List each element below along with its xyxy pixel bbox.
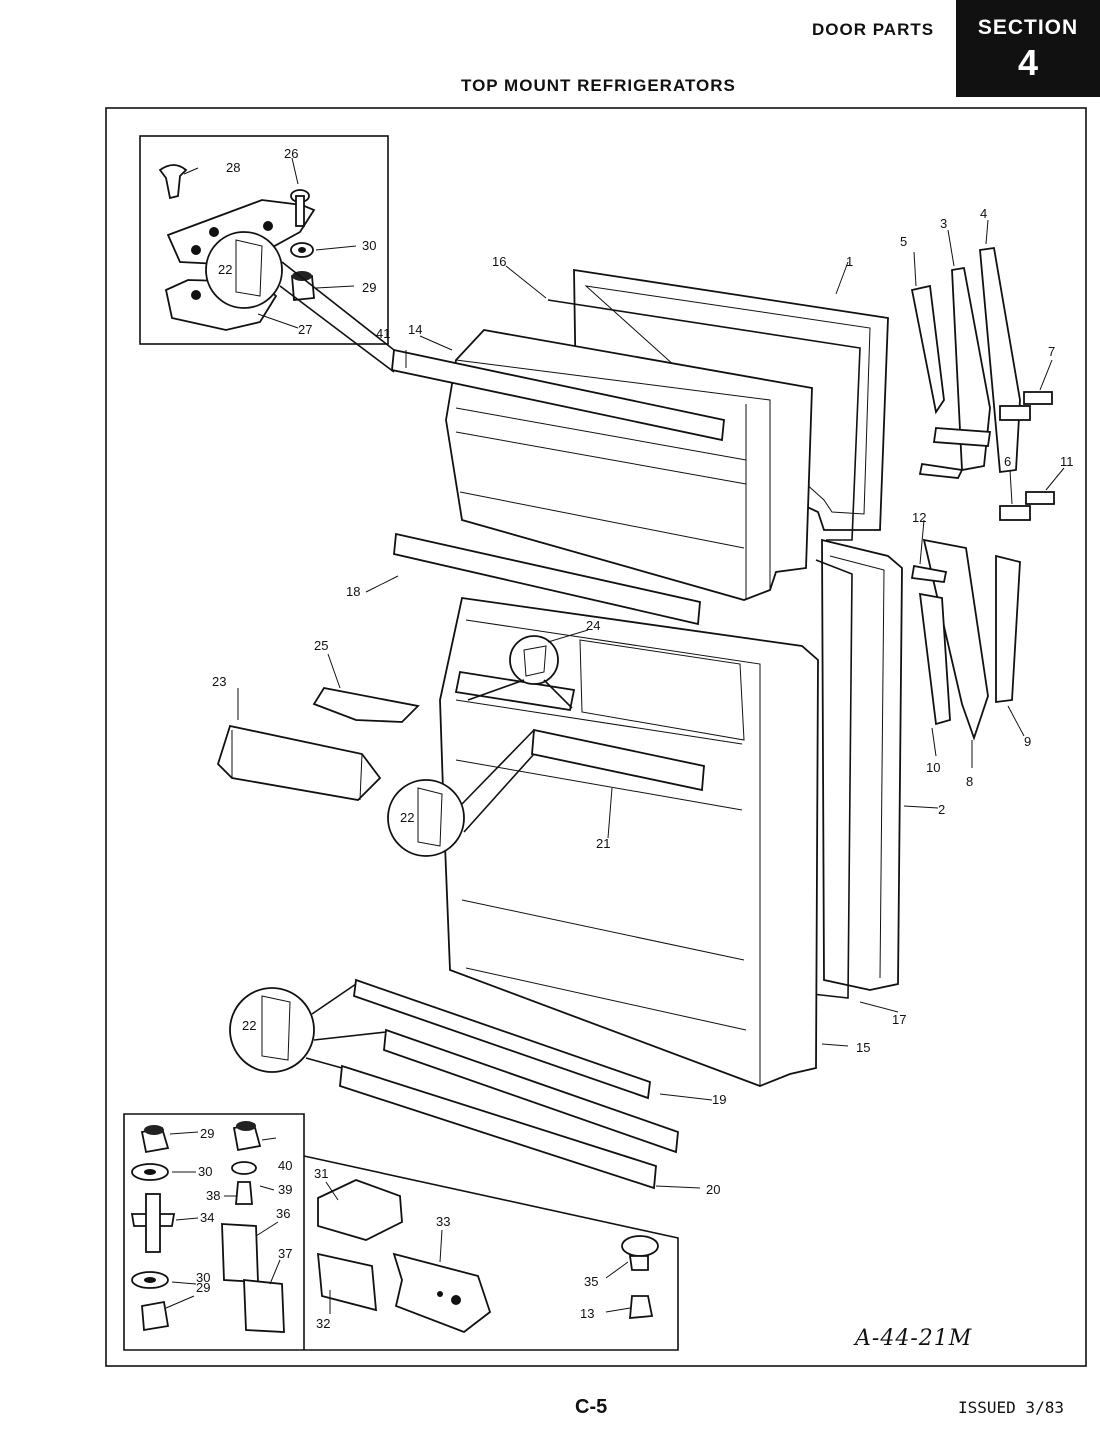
callout-11: 11 bbox=[1060, 454, 1074, 469]
callout-30-b: 30 bbox=[196, 1270, 210, 1285]
callout-9: 9 bbox=[1024, 734, 1031, 749]
section-label: SECTION bbox=[977, 16, 1079, 39]
issued-date: ISSUED 3/83 bbox=[958, 1398, 1064, 1417]
callout-7: 7 bbox=[1048, 344, 1055, 359]
handle-parts-upper bbox=[910, 246, 1055, 521]
callout-30-a: 30 bbox=[198, 1164, 212, 1179]
callout-12: 12 bbox=[912, 510, 926, 525]
callout-30-top: 30 bbox=[362, 238, 376, 253]
callout-41: 41 bbox=[376, 326, 390, 341]
shelf-bar-18 bbox=[393, 532, 701, 626]
drawing-number: A-44-21M bbox=[855, 1326, 973, 1351]
callout-40: 40 bbox=[278, 1158, 292, 1173]
callout-29-b: 29 bbox=[196, 1280, 210, 1295]
callout-34: 34 bbox=[200, 1210, 214, 1225]
callout-17: 17 bbox=[892, 1012, 906, 1027]
callout-24: 24 bbox=[586, 618, 600, 633]
callout-6: 6 bbox=[1004, 454, 1011, 469]
callout-22-lower: 22 bbox=[242, 1018, 256, 1033]
fresh-food-outer-door bbox=[821, 538, 903, 991]
callout-29-a: 29 bbox=[200, 1126, 214, 1141]
callout-29-top: 29 bbox=[362, 280, 376, 295]
fresh-food-inner-liner bbox=[439, 596, 819, 1087]
callout-23: 23 bbox=[212, 674, 226, 689]
callout-22-upper: 22 bbox=[218, 262, 232, 277]
callout-8: 8 bbox=[966, 774, 973, 789]
butter-compartment bbox=[216, 724, 382, 801]
callout-25: 25 bbox=[314, 638, 328, 653]
callout-38: 38 bbox=[206, 1188, 220, 1203]
section-number: 4 bbox=[1017, 42, 1039, 83]
callout-35: 35 bbox=[584, 1274, 598, 1289]
header-title: DOOR PARTS bbox=[812, 20, 935, 39]
callout-4: 4 bbox=[980, 206, 987, 221]
diagram-frame bbox=[105, 107, 1087, 1367]
callout-2: 2 bbox=[938, 802, 945, 817]
callout-27: 27 bbox=[298, 322, 312, 337]
callout-3: 3 bbox=[940, 216, 947, 231]
bracket-detail-circle-lower bbox=[229, 983, 387, 1073]
callout-1: 1 bbox=[846, 254, 853, 269]
callout-39: 39 bbox=[278, 1182, 292, 1197]
callout-28: 28 bbox=[226, 160, 240, 175]
header-subtitle: TOP MOUNT REFRIGERATORS bbox=[461, 76, 736, 95]
bracket-detail-circle-24 bbox=[467, 635, 573, 709]
tray-cover bbox=[312, 687, 420, 723]
callout-21: 21 bbox=[596, 836, 610, 851]
bottom-hardware-parts bbox=[130, 1121, 659, 1334]
callout-37: 37 bbox=[278, 1246, 292, 1261]
callout-5: 5 bbox=[900, 234, 907, 249]
bracket-detail-circle-upper bbox=[205, 231, 395, 373]
shelf-bar-19b bbox=[383, 1028, 679, 1154]
inset-top-hinge bbox=[139, 135, 389, 345]
callout-15: 15 bbox=[856, 1040, 870, 1055]
shelf-bar-41 bbox=[391, 348, 725, 442]
shelf-bar-19a bbox=[353, 978, 651, 1100]
callout-32: 32 bbox=[316, 1316, 330, 1331]
callout-20: 20 bbox=[706, 1182, 720, 1197]
shelf-bar-21 bbox=[531, 728, 705, 792]
callout-22-middle: 22 bbox=[400, 810, 414, 825]
handle-parts-lower bbox=[910, 538, 1021, 741]
callout-19: 19 bbox=[712, 1092, 726, 1107]
callout-13: 13 bbox=[580, 1306, 594, 1321]
callout-10: 10 bbox=[926, 760, 940, 775]
section-badge: SECTION 4 bbox=[956, 0, 1100, 97]
inset-bottom-hardware bbox=[123, 1113, 679, 1351]
shelf-bar-20 bbox=[339, 1064, 657, 1190]
callout-31: 31 bbox=[314, 1166, 328, 1181]
callout-14: 14 bbox=[408, 322, 422, 337]
callout-26: 26 bbox=[284, 146, 298, 161]
page-number: C-5 bbox=[575, 1396, 608, 1418]
callout-18: 18 bbox=[346, 584, 360, 599]
callout-16: 16 bbox=[492, 254, 506, 269]
bracket-detail-circle-middle bbox=[387, 729, 535, 857]
callout-33: 33 bbox=[436, 1214, 450, 1229]
callout-36: 36 bbox=[276, 1206, 290, 1221]
